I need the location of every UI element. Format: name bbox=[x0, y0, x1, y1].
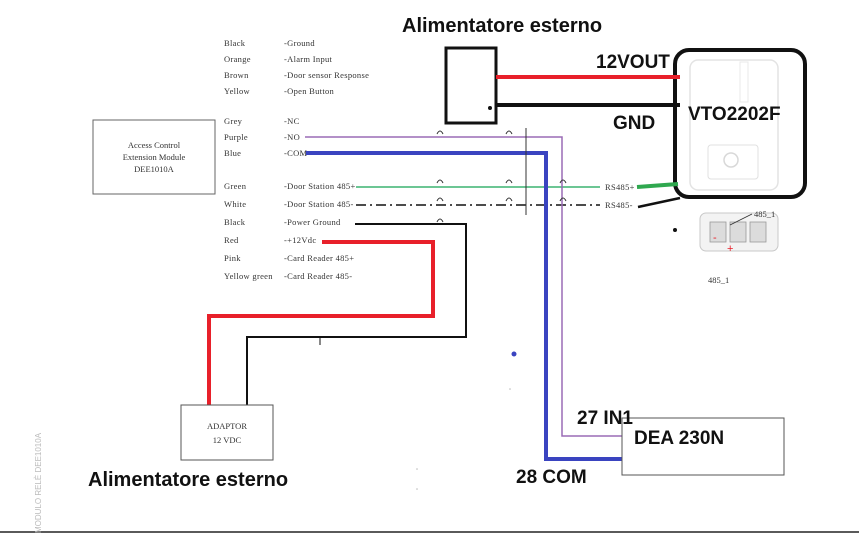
wire-purple-no bbox=[305, 136, 622, 437]
vto-device-camera-plate bbox=[707, 144, 759, 180]
wire-color-name: Pink bbox=[224, 253, 241, 263]
wire-function: -Door Station 485- bbox=[284, 199, 354, 209]
top-supply-title: Alimentatore esterno bbox=[402, 15, 602, 37]
label-rs485-minus: RS485- bbox=[605, 200, 633, 210]
wire-12vdc bbox=[207, 240, 435, 405]
crossing-marks bbox=[436, 128, 567, 223]
wire-485-minus-to-vto bbox=[637, 196, 681, 209]
svg-text:-: - bbox=[713, 232, 717, 244]
wire-color-name: Green bbox=[224, 181, 247, 191]
wire-function: -Door Station 485+ bbox=[284, 181, 356, 191]
label-rs485-plus: RS485+ bbox=[605, 182, 635, 192]
stray-dot-faint-3 bbox=[416, 488, 418, 490]
module-line-1: Access Control bbox=[128, 140, 181, 150]
wire-color-name: Blue bbox=[224, 148, 241, 158]
adaptor-line-2: 12 VDC bbox=[213, 435, 242, 445]
top-supply-box bbox=[444, 46, 498, 125]
wire-color-name: Black bbox=[224, 38, 246, 48]
side-watermark-text: MODULO RELÈ DEE1010A bbox=[34, 432, 43, 533]
vto-device-slot bbox=[739, 61, 749, 103]
stray-dot-right bbox=[673, 228, 677, 232]
access-control-module-box bbox=[92, 119, 216, 195]
wire-function: -+12Vdc bbox=[284, 235, 316, 245]
wire-function: -Open Button bbox=[284, 86, 335, 96]
module-line-3: DEE1010A bbox=[134, 164, 175, 174]
wire-function: -Card Reader 485- bbox=[284, 271, 352, 281]
wire-color-name: Orange bbox=[224, 54, 251, 64]
wire-function: -Alarm Input bbox=[284, 54, 333, 64]
module-line-2: Extension Module bbox=[123, 152, 186, 162]
wire-function: -Ground bbox=[284, 38, 315, 48]
wire-function: -NO bbox=[284, 132, 300, 142]
dea-com-label: 28 COM bbox=[516, 467, 587, 488]
vto-device-name: VTO2202F bbox=[688, 104, 781, 125]
wire-function: -NC bbox=[284, 116, 300, 126]
wire-color-name: Purple bbox=[224, 132, 248, 142]
rs485-port-caption: 485_1 bbox=[708, 275, 729, 285]
wire-function: -Power Ground bbox=[284, 217, 341, 227]
adaptor-line-1: ADAPTOR bbox=[207, 421, 247, 431]
dea-in1-label: 27 IN1 bbox=[577, 408, 633, 429]
wire-blue-com bbox=[306, 151, 622, 461]
wire-485-plus-to-vto bbox=[636, 182, 679, 189]
label-gnd: GND bbox=[613, 113, 655, 134]
wire-color-name: Black bbox=[224, 217, 246, 227]
svg-text:+: + bbox=[727, 243, 733, 255]
wire-color-name: Yellow bbox=[224, 86, 251, 96]
tap-gnd bbox=[488, 106, 492, 110]
label-12vout: 12VOUT bbox=[596, 52, 670, 73]
wire-color-name: Red bbox=[224, 235, 239, 245]
wire-color-name: Yellow green bbox=[224, 271, 273, 281]
wire-power-ground bbox=[246, 223, 467, 405]
wire-function: -COM bbox=[284, 148, 308, 158]
vto-device-face bbox=[689, 59, 779, 191]
dea-230n-box bbox=[621, 417, 785, 476]
rs485-port-label: 485_1 bbox=[754, 209, 775, 219]
stray-dot-faint-1 bbox=[509, 388, 511, 390]
adaptor-box bbox=[180, 404, 274, 461]
wire-color-name: Brown bbox=[224, 70, 249, 80]
vto-device-camera-lens bbox=[723, 152, 739, 168]
stray-dot-faint-2 bbox=[416, 468, 418, 470]
wire-function: -Door sensor Response bbox=[284, 70, 369, 80]
stray-dot-blue bbox=[511, 351, 517, 357]
wire-color-name: White bbox=[224, 199, 246, 209]
bottom-supply-title: Alimentatore esterno bbox=[88, 469, 288, 491]
rs485-connector: - + bbox=[699, 212, 779, 255]
wire-color-name: Grey bbox=[224, 116, 243, 126]
wire-function: -Card Reader 485+ bbox=[284, 253, 354, 263]
dea-230n-name: DEA 230N bbox=[634, 428, 724, 449]
